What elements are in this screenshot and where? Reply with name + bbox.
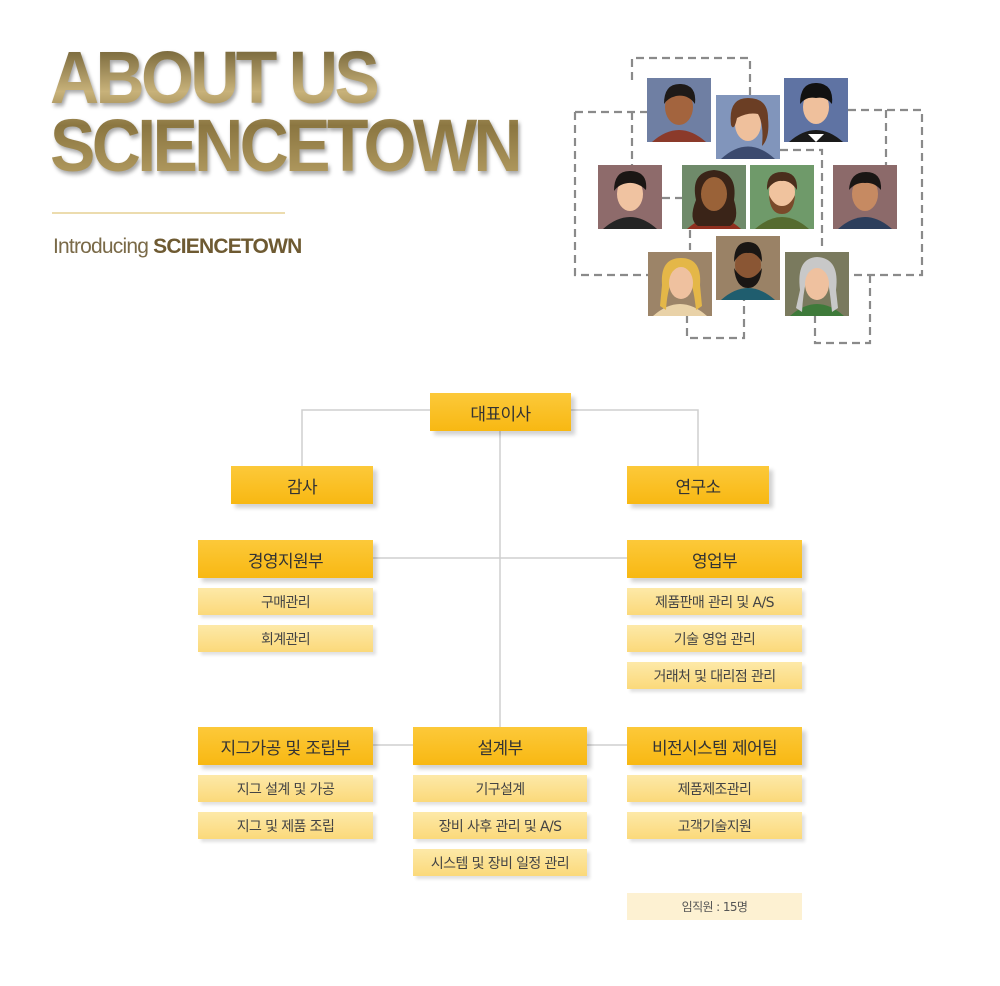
avatar-4 [598,165,662,229]
avatar-2 [716,95,780,159]
org-ceo: 대표이사 [430,393,571,431]
subtitle: Introducing SCIENCETOWN [53,235,302,259]
org-management-item: 구매관리 [198,588,373,615]
org-sales-item: 거래처 및 대리점 관리 [627,662,802,689]
org-management-item: 회계관리 [198,625,373,652]
org-sales-item: 제품판매 관리 및 A/S [627,588,802,615]
org-design-dept: 설계부 [413,727,587,765]
org-design-item: 장비 사후 관리 및 A/S [413,812,587,839]
org-jig-item: 지그 및 제품 조립 [198,812,373,839]
org-vision-item: 제품제조관리 [627,775,802,802]
avatar-5 [682,165,746,229]
org-sales-item: 기술 영업 관리 [627,625,802,652]
org-jig-item: 지그 설계 및 가공 [198,775,373,802]
org-lab: 연구소 [627,466,769,504]
avatar-3 [784,78,848,142]
org-vision-item: 고객기술지원 [627,812,802,839]
org-design-item: 시스템 및 장비 일정 관리 [413,849,587,876]
avatar-8 [648,252,712,316]
org-jig-dept: 지그가공 및 조립부 [198,727,373,765]
org-audit: 감사 [231,466,373,504]
org-design-item: 기구설계 [413,775,587,802]
org-vision-team: 비전시스템 제어팀 [627,727,802,765]
subtitle-company-name: SCIENCETOWN [153,235,302,258]
subtitle-prefix: Introducing [53,235,149,258]
title-divider [52,212,285,214]
org-management-dept: 경영지원부 [198,540,373,578]
avatar-10 [785,252,849,316]
avatar-9 [716,236,780,300]
org-sales-dept: 영업부 [627,540,802,578]
people-avatars-illustration [573,56,924,345]
avatar-6 [750,165,814,229]
staff-count-note: 임직원 : 15명 [627,893,802,920]
avatar-1 [647,78,711,142]
avatar-7 [833,165,897,229]
